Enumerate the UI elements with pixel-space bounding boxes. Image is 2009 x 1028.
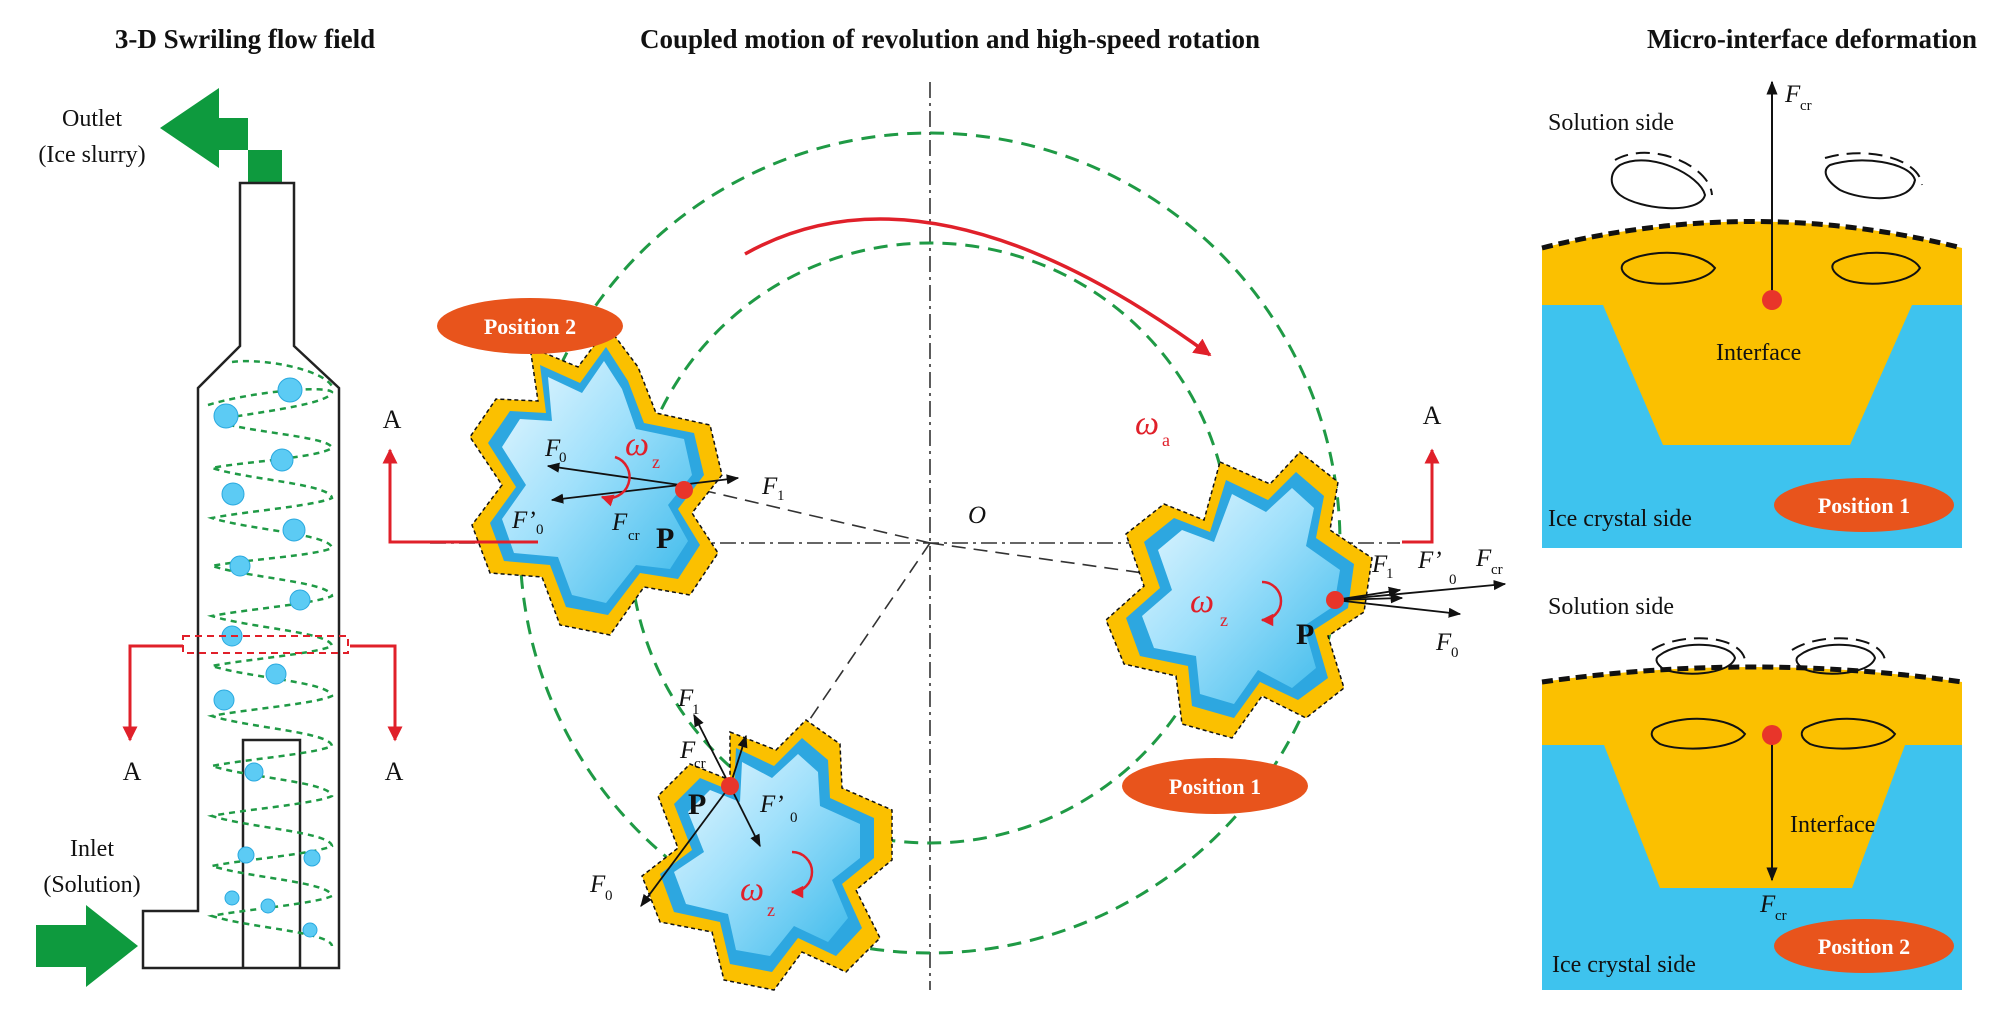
force-fcr-sub-pos2: cr: [628, 528, 640, 544]
section-arrow-left-icon: [122, 644, 183, 742]
position-1-badge: Position 1: [1122, 758, 1308, 814]
section-label-left: A: [123, 757, 142, 786]
ice-side-label-pos1: Ice crystal side: [1548, 506, 1692, 532]
force-f0-pos2: F: [544, 435, 561, 462]
revolution-arrow-icon: [744, 217, 1212, 357]
swirl-spiral: [207, 388, 334, 947]
force-f0prime-pos1: F’: [1417, 547, 1442, 574]
force-f1-pos1: F: [1371, 551, 1388, 578]
omega-z-sub-pos1: z: [1220, 610, 1228, 630]
crystal-position-3: [641, 719, 893, 991]
inlet-arrow-icon: [36, 905, 138, 987]
position-1-badge-right: Position 1: [1774, 478, 1954, 532]
point-p-label-pos3: P: [688, 788, 706, 821]
inlet-sublabel: (Solution): [43, 872, 140, 898]
center-panel-title: Coupled motion of revolution and high-sp…: [640, 24, 1260, 54]
section-label-center-right: A: [1423, 401, 1442, 430]
interface-point-pos1: [1762, 290, 1782, 310]
inlet-label: Inlet: [70, 836, 114, 862]
crystal-position-2: [469, 325, 723, 636]
ice-crystal-icon: [213, 377, 321, 938]
interface-panel-position-1: F cr Solution side Interface Ice crystal…: [1541, 72, 1963, 548]
fcr-label-pos1: F: [1784, 81, 1801, 108]
force-f1-sub-pos2: 1: [777, 488, 785, 504]
right-panel-title: Micro-interface deformation: [1647, 24, 1977, 54]
forces-position-1: ω z P F 1 F’ 0 F cr F 0: [1190, 545, 1507, 661]
force-f0prime-sub-pos3: 0: [790, 810, 798, 826]
force-f0-sub-pos1: 0: [1451, 645, 1459, 661]
section-arrow-right-icon: [350, 644, 403, 742]
revolution-diagram: O ω a ω z F 0 F 1 F’: [382, 82, 1507, 991]
fcr-sub-pos1: cr: [1800, 98, 1812, 114]
origin-label: O: [968, 502, 986, 529]
force-fcr-pos2: F: [611, 509, 628, 536]
force-f1-sub-pos3: 1: [692, 702, 700, 718]
point-p-pos1: [1326, 591, 1344, 609]
omega-z-sub-pos3: z: [767, 900, 775, 920]
crystal-position-1: [1105, 450, 1373, 739]
force-f1-pos2: F: [761, 473, 778, 500]
vortex-icons-pos1: [1610, 151, 1923, 285]
omega-a-sub: a: [1162, 430, 1170, 450]
outlet-arrow-icon: [160, 88, 282, 182]
position-2-label-right: Position 2: [1818, 934, 1910, 959]
omega-z-pos2: ω: [625, 426, 649, 463]
forces-position-3: ω z P F 1 F cr F’ 0 F 0: [589, 685, 814, 920]
force-f0prime-sub-pos1: 0: [1449, 572, 1457, 588]
outlet-sublabel: (Ice slurry): [38, 142, 145, 168]
force-f1-sub-pos1: 1: [1386, 566, 1394, 582]
force-fcr-sub-pos1: cr: [1491, 562, 1503, 578]
position-2-badge-right: Position 2: [1774, 919, 1954, 973]
position-2-badge: Position 2: [437, 298, 623, 354]
force-f0-pos1: F: [1435, 629, 1452, 656]
outlet-label: Outlet: [62, 106, 122, 132]
omega-z-pos1: ω: [1190, 583, 1214, 620]
omega-z-sub-pos2: z: [652, 452, 660, 472]
rotation-arrow-pos3-icon: [790, 850, 814, 899]
force-fcr-sub-pos3: cr: [694, 756, 706, 772]
interface-point-pos2: [1762, 725, 1782, 745]
force-f0prime-pos2: F’: [511, 507, 536, 534]
section-label-center-left: A: [383, 405, 402, 434]
section-arrow-center-left-icon: [382, 448, 538, 544]
solution-side-label-pos1: Solution side: [1548, 110, 1674, 136]
section-marker: [182, 635, 349, 654]
force-f0prime-pos3: F’: [759, 791, 784, 818]
fcr-sub-pos2: cr: [1775, 908, 1787, 924]
point-p-pos2: [675, 481, 693, 499]
omega-z-pos3: ω: [740, 871, 764, 908]
swirl-vessel: Outlet (Ice slurry) A A Inlet: [36, 88, 404, 987]
section-arrow-center-right-icon: [1402, 448, 1440, 544]
vortex-icons-pos2: [1650, 637, 1897, 750]
interface-label-pos2: Interface: [1790, 812, 1875, 838]
forces-position-2: ω z F 0 F 1 F’ 0 F cr P: [511, 426, 785, 555]
ice-side-label-pos2: Ice crystal side: [1552, 952, 1696, 978]
fcr-label-pos2: F: [1759, 891, 1776, 918]
solution-side-label-pos2: Solution side: [1548, 594, 1674, 620]
interface-label-pos1: Interface: [1716, 340, 1801, 366]
force-f0-sub-pos2: 0: [559, 450, 567, 466]
position-1-label: Position 1: [1169, 774, 1261, 799]
radius-line-pos2: [679, 484, 931, 544]
rotation-arrow-pos1-icon: [1260, 580, 1283, 627]
force-fcr-pos1: F: [1475, 545, 1492, 572]
interface-panel-position-2: F cr Solution side Interface Ice crystal…: [1541, 594, 1963, 990]
force-f0-sub-pos3: 0: [605, 888, 613, 904]
force-f1-pos3: F: [677, 685, 694, 712]
rotation-arrow-pos2-icon: [600, 455, 631, 507]
left-panel-title: 3-D Swriling flow field: [115, 24, 375, 54]
position-1-label-right: Position 1: [1818, 493, 1910, 518]
point-p-label-pos2: P: [656, 522, 674, 555]
omega-a-symbol: ω: [1135, 405, 1159, 442]
force-f0-pos3: F: [589, 871, 606, 898]
force-f0prime-sub-pos2: 0: [536, 522, 544, 538]
vessel-outline: [141, 181, 341, 970]
point-p-label-pos1: P: [1296, 618, 1314, 651]
force-fcr-pos3: F: [679, 737, 696, 764]
position-2-label: Position 2: [484, 314, 576, 339]
point-p-pos3: [721, 777, 739, 795]
section-label-right: A: [385, 757, 404, 786]
